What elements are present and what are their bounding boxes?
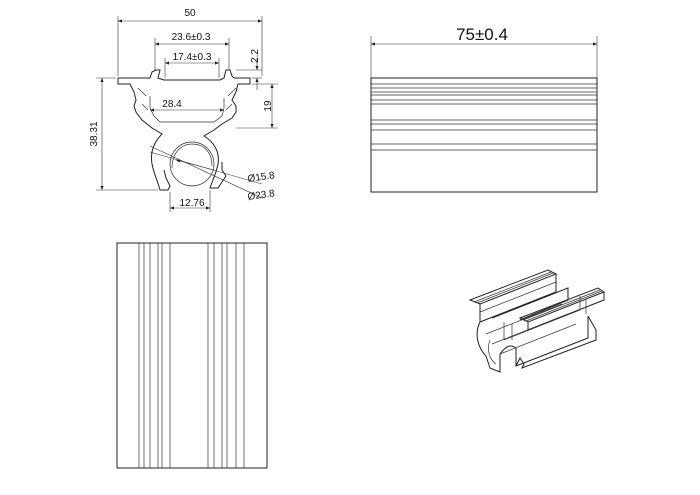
dim-inner-width: 28.4 [162,99,182,110]
dim-outer-slot-width: 23.6±0.3 [172,32,211,43]
dim-upper-height: 19 [263,100,274,112]
dim-inner-slot-width: 17.4±0.3 [173,52,212,63]
front-profile-view: 50 23.6±0.3 17.4±0.3 2.2 28.4 19 38.31 [89,8,278,212]
dim-overall-width: 50 [184,8,196,19]
inner-channel [149,96,225,123]
dim-bore-small: Ø15.8 [247,170,276,185]
bottom-view-lines [138,243,245,468]
dim-length: 75±0.4 [456,25,508,44]
profile-outline [117,69,251,191]
dim-bore-large: Ø23.8 [247,188,276,203]
side-view-outline [370,77,598,193]
dim-top-thickness: 2.2 [250,49,261,63]
bottom-view-outline [116,242,268,469]
dim-total-height: 38.31 [89,121,100,146]
dim-opening-width: 12.76 [179,198,204,209]
bottom-view [116,242,268,469]
side-view-lines [371,83,597,151]
bore-circle [169,141,215,187]
isometric-view [468,269,606,373]
side-view: 75±0.4 [370,25,598,193]
